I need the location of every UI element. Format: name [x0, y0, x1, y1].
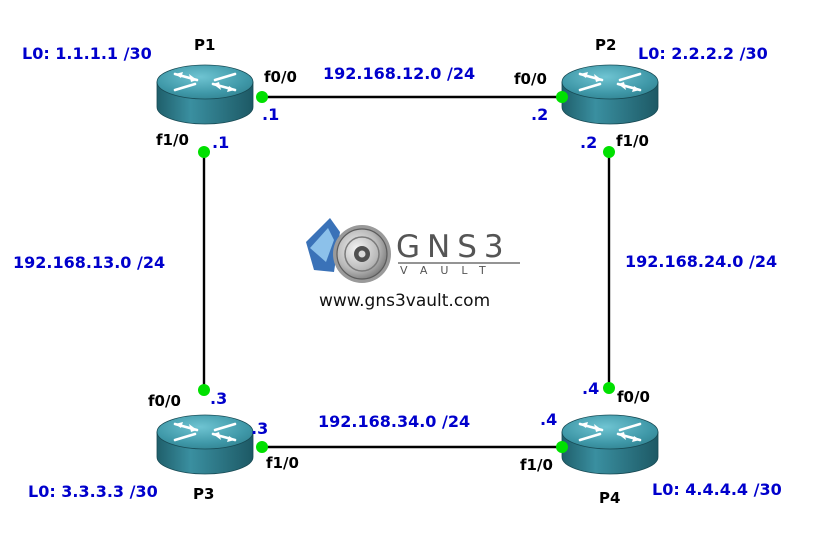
- router-p1-icon[interactable]: [155, 63, 255, 126]
- interface-p4-f1-0: f1/0: [520, 456, 553, 474]
- interface-p1-f0-0: f0/0: [264, 68, 297, 86]
- interface-p3-f0-0: f0/0: [148, 392, 181, 410]
- interface-p1-f1-0: f1/0: [156, 131, 189, 149]
- router-p3-icon[interactable]: [155, 413, 255, 476]
- host-p4-link34: .4: [540, 410, 558, 429]
- host-p1-link12: .1: [262, 105, 280, 124]
- port-p1-f1-0[interactable]: [198, 146, 210, 158]
- loopback-p3: L0: 3.3.3.3 /30: [28, 482, 158, 501]
- host-p2-link12: .2: [531, 105, 549, 124]
- port-p2-f0-0[interactable]: [556, 91, 568, 103]
- logo-subtitle: VAULT: [400, 264, 499, 277]
- port-p3-f1-0[interactable]: [256, 441, 268, 453]
- interface-p2-f0-0: f0/0: [514, 70, 547, 88]
- network-p1-p2: 192.168.12.0 /24: [323, 64, 476, 83]
- host-p3-link13: .3: [210, 389, 228, 408]
- router-name-p2: P2: [595, 36, 617, 54]
- port-p4-f1-0[interactable]: [556, 441, 568, 453]
- router-name-p1: P1: [194, 36, 216, 54]
- logo-title: GNS3: [396, 229, 511, 265]
- loopback-p2: L0: 2.2.2.2 /30: [638, 44, 768, 63]
- router-name-p3: P3: [193, 485, 215, 503]
- host-p3-link34: .3: [251, 419, 269, 438]
- network-p3-p4: 192.168.34.0 /24: [318, 412, 471, 431]
- router-p4-icon[interactable]: [560, 413, 660, 476]
- router-p2-icon[interactable]: [560, 63, 660, 126]
- host-p1-link13: .1: [212, 133, 230, 152]
- port-p2-f1-0[interactable]: [603, 146, 615, 158]
- port-p1-f0-0[interactable]: [256, 91, 268, 103]
- loopback-p4: L0: 4.4.4.4 /30: [652, 480, 782, 499]
- port-p3-f0-0[interactable]: [198, 384, 210, 396]
- port-p4-f0-0[interactable]: [603, 382, 615, 394]
- logo-website: www.gns3vault.com: [319, 291, 491, 311]
- network-p1-p3: 192.168.13.0 /24: [13, 253, 166, 272]
- gns3-vault-logo-icon: [306, 218, 520, 283]
- host-p4-link24: .4: [582, 379, 600, 398]
- router-name-p4: P4: [599, 489, 621, 507]
- interface-p2-f1-0: f1/0: [616, 132, 649, 150]
- loopback-p1: L0: 1.1.1.1 /30: [22, 44, 152, 63]
- network-p2-p4: 192.168.24.0 /24: [625, 252, 778, 271]
- interface-p3-f1-0: f1/0: [266, 454, 299, 472]
- host-p2-link24: .2: [580, 133, 598, 152]
- interface-p4-f0-0: f0/0: [617, 388, 650, 406]
